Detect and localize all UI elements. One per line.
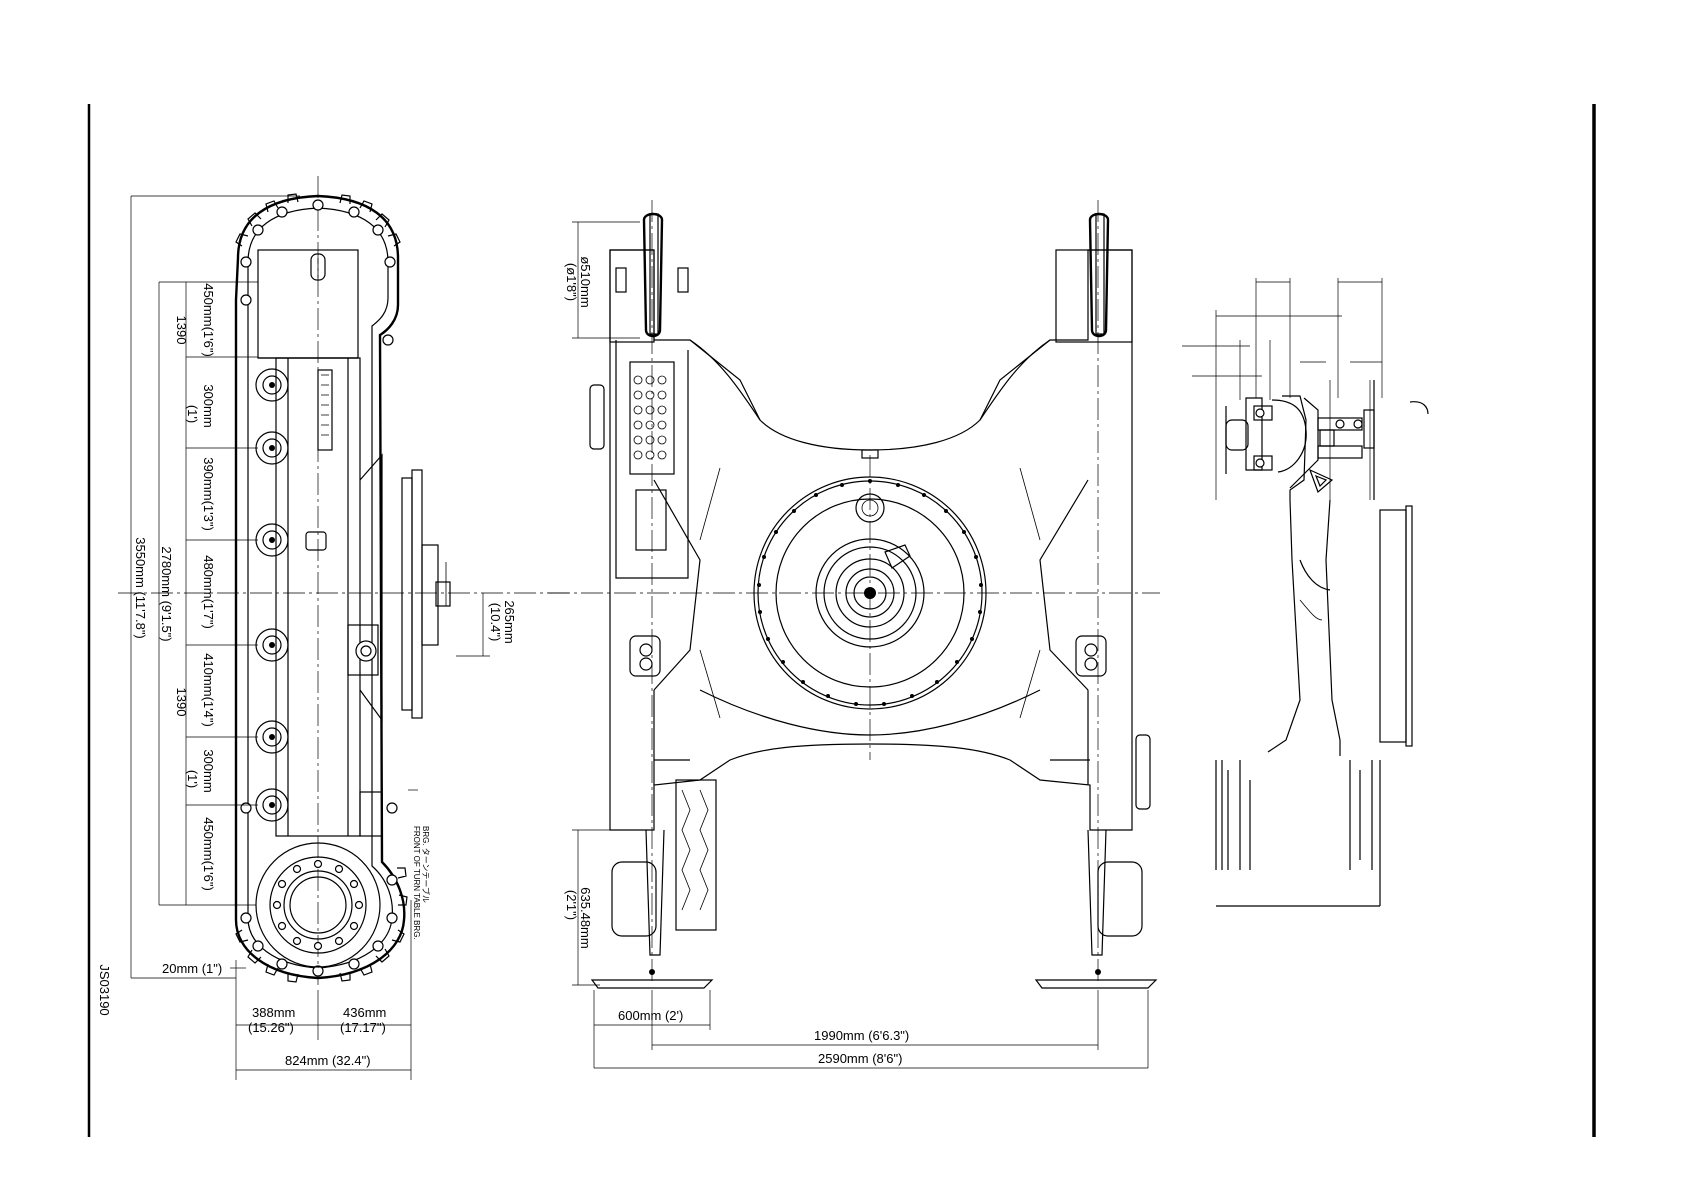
dim-overall-width-side: 824mm (32.4") <box>285 1053 371 1068</box>
dim-overall-width-front: 2590mm (8'6") <box>818 1051 902 1066</box>
dim-lower-1390: 1390 <box>174 688 189 717</box>
dim-height-imperial: (2'1") <box>564 890 579 920</box>
dim-idler-diameter: ø510mm <box>578 256 593 307</box>
track-shoes <box>590 969 1158 989</box>
dim-pitch-480: 480mm(1'7") <box>201 555 216 629</box>
dim-pitch-300-bottom: 300mm <box>201 749 216 792</box>
dim-pitch-300-bottom-imperial: (1') <box>185 770 200 788</box>
dim-height: 635.48mm <box>578 887 593 948</box>
front-dimension-lines <box>572 221 1149 1069</box>
dim-width-left-imperial: (15.26") <box>248 1020 294 1035</box>
slewing-bearing <box>753 449 987 710</box>
track-chain <box>234 193 408 983</box>
dim-overall-length: 3550mm (11'7.8") <box>133 537 148 639</box>
right-track-column <box>1055 212 1151 810</box>
centre-frame <box>609 249 1133 831</box>
dim-pitch-390: 390mm(1'3") <box>201 457 216 531</box>
front-view: ø510mm (ø1'8") 635.48mm (2'1") 600mm (2'… <box>548 200 1160 1069</box>
dim-pitch-450-top: 450mm(1'6") <box>201 283 216 357</box>
dim-pitch-450-bottom: 450mm(1'6") <box>201 817 216 891</box>
track-frame <box>275 357 383 837</box>
dim-upper-1390: 1390 <box>174 316 189 345</box>
dim-offset-265-imperial: (10.4") <box>488 603 503 642</box>
side-dimension-lines <box>130 195 490 1080</box>
dim-shoe-width: 600mm (2') <box>618 1008 683 1023</box>
bottom-rollers <box>611 779 1143 956</box>
chain-pins <box>240 199 398 977</box>
dim-idler-diameter-imperial: (ø1'8") <box>564 263 579 301</box>
dim-width-right: 436mm <box>343 1005 386 1020</box>
dim-width-left: 388mm <box>252 1005 295 1020</box>
dim-pitch-300-top-imperial: (1') <box>185 405 200 423</box>
side-view: 3550mm (11'7.8") 2780mm (9'1.5") 1390 13… <box>97 176 570 1080</box>
dim-shoe-clearance: 20mm (1") <box>162 961 222 976</box>
dim-offset-265: 265mm <box>502 600 517 643</box>
turntable-note-en: FRONT OF TURN TABLE BRG. <box>412 826 421 940</box>
dim-track-gauge: 1990mm (6'6.3") <box>814 1028 909 1043</box>
dim-width-right-imperial: (17.17") <box>340 1020 386 1035</box>
dim-tumbler-distance: 2780mm (9'1.5") <box>159 546 174 641</box>
track-rollers <box>255 368 289 822</box>
left-track-column <box>589 212 689 677</box>
drawing-id: JS03190 <box>97 964 112 1015</box>
turntable-note-jp: BRG. ターンテーブル <box>421 826 431 903</box>
dim-pitch-410: 410mm(1'4") <box>201 653 216 727</box>
dim-pitch-300-top: 300mm <box>201 384 216 427</box>
detail-section <box>1182 278 1429 907</box>
